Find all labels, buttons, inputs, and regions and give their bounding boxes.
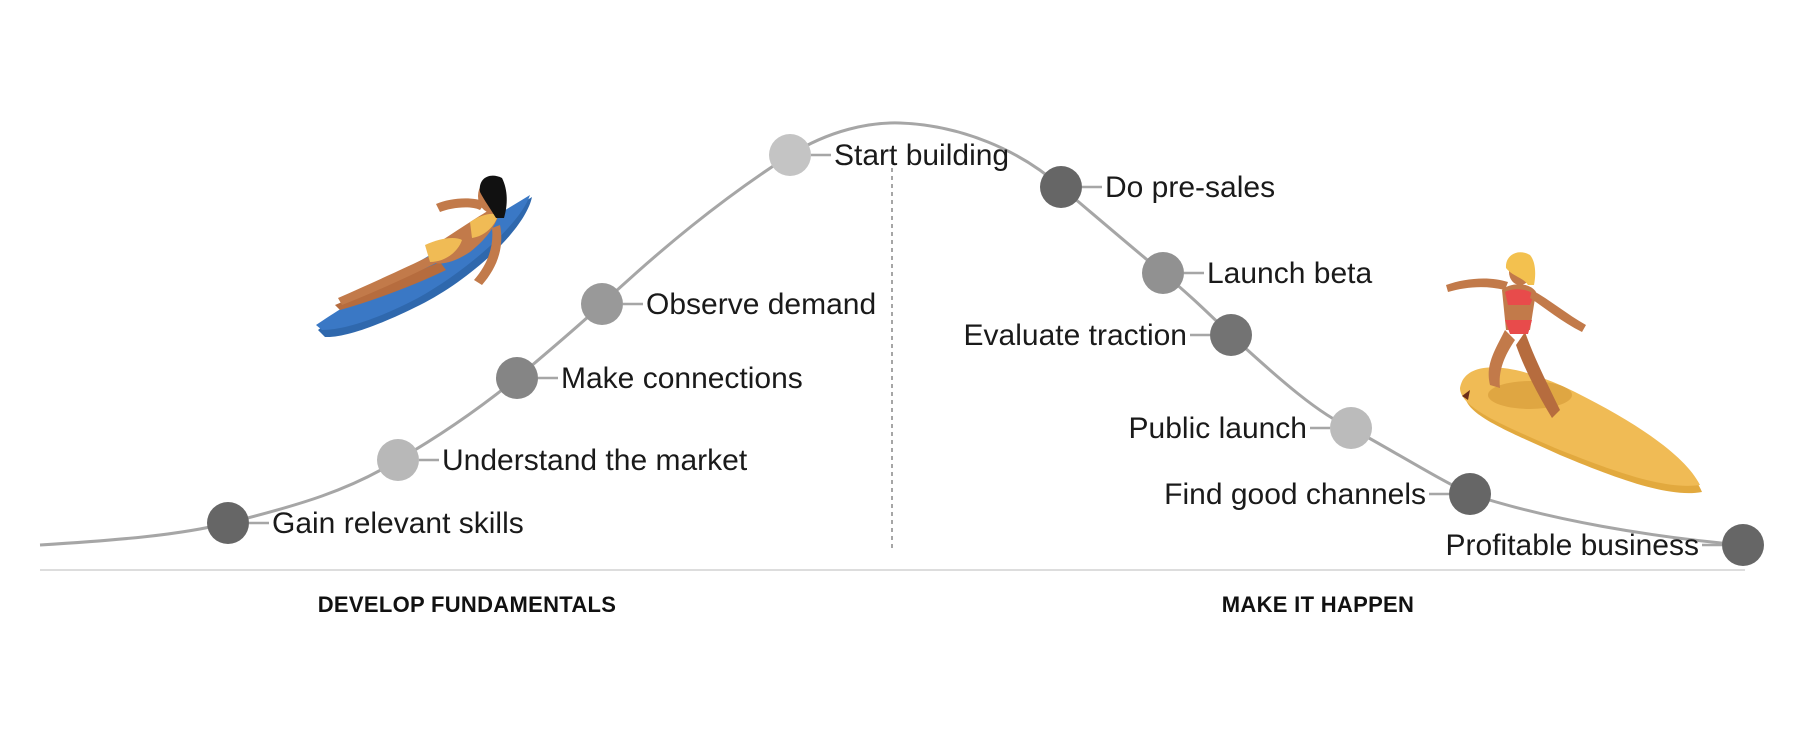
- step-profitable-business: Profitable business: [1446, 524, 1764, 566]
- step-understand-the-market: Understand the market: [377, 439, 748, 481]
- steps-layer: Gain relevant skills Understand the marke…: [207, 134, 1764, 566]
- step-observe-demand: Observe demand: [581, 283, 876, 325]
- step-node: [377, 439, 419, 481]
- step-node: [769, 134, 811, 176]
- step-node: [1210, 314, 1252, 356]
- step-label: Profitable business: [1446, 529, 1699, 562]
- step-node: [1142, 252, 1184, 294]
- step-label: Find good channels: [1164, 478, 1426, 511]
- step-label: Public launch: [1129, 412, 1307, 445]
- step-public-launch: Public launch: [1129, 407, 1372, 449]
- step-node: [581, 283, 623, 325]
- step-label: Start building: [834, 139, 1009, 172]
- section-label-develop-fundamentals: DEVELOP FUNDAMENTALS: [318, 592, 617, 617]
- step-do-pre-sales: Do pre-sales: [1040, 166, 1275, 208]
- step-node: [1330, 407, 1372, 449]
- step-node: [496, 357, 538, 399]
- step-launch-beta: Launch beta: [1142, 252, 1372, 294]
- step-label: Understand the market: [442, 444, 748, 477]
- surfer-lying-on-board-icon: [316, 175, 532, 338]
- step-evaluate-traction: Evaluate traction: [964, 314, 1252, 356]
- step-make-connections: Make connections: [496, 357, 803, 399]
- step-label: Launch beta: [1207, 257, 1372, 290]
- step-label: Make connections: [561, 362, 803, 395]
- step-label: Do pre-sales: [1105, 171, 1275, 204]
- step-label: Observe demand: [646, 288, 876, 321]
- step-find-good-channels: Find good channels: [1164, 473, 1491, 515]
- step-gain-relevant-skills: Gain relevant skills: [207, 502, 524, 544]
- step-node: [1449, 473, 1491, 515]
- step-label: Evaluate traction: [964, 319, 1187, 352]
- step-label: Gain relevant skills: [272, 507, 524, 540]
- step-start-building: Start building: [769, 134, 1009, 176]
- step-node: [1722, 524, 1764, 566]
- step-node: [207, 502, 249, 544]
- surfer-standing-on-board-icon: [1446, 252, 1702, 494]
- section-label-make-it-happen: MAKE IT HAPPEN: [1222, 592, 1414, 617]
- step-node: [1040, 166, 1082, 208]
